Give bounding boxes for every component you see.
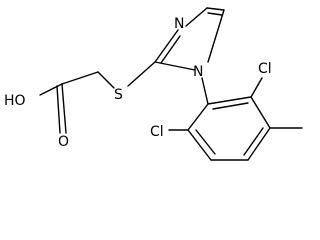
bond-c4-c5	[206, 7, 225, 11]
bond-n3-c4	[185, 7, 208, 27]
carbonyl-oxygen-label: O	[58, 134, 69, 150]
imidazole-n1-label: N	[193, 64, 203, 80]
bond-c5-c6-double	[195, 129, 216, 155]
imidazole-n3-label: N	[174, 16, 184, 32]
bond-c3-c4	[247, 127, 271, 161]
bond-c6-c1	[187, 103, 209, 131]
bond-n1-c1	[201, 77, 209, 105]
bond-c5-n1	[207, 9, 225, 63]
bond-c2-c3	[250, 96, 271, 129]
bond-c-o	[61, 83, 67, 134]
bond-c1-c2	[207, 96, 252, 105]
bond-c2-s	[127, 61, 156, 87]
bond-c-oh	[39, 83, 63, 96]
bond-c2-cl	[250, 77, 263, 98]
bond-c-o-double	[56, 85, 61, 134]
bond-c2-n3-double	[160, 35, 181, 64]
bond-c3-c4-double	[243, 127, 264, 156]
chlorine-2-label: Cl	[258, 61, 272, 77]
hydroxyl-label: HO	[4, 93, 26, 109]
bond-c5-c6	[187, 129, 212, 161]
bond-n1-c2	[154, 61, 196, 71]
structure-diagram: HO O S N N Cl Cl	[4, 7, 303, 161]
bond-c1-c2-double	[212, 102, 249, 110]
chlorine-6-label: Cl	[150, 124, 164, 140]
bond-c2-n3	[154, 29, 179, 63]
sulfur-label: S	[114, 87, 123, 103]
bond-c4-c5-double	[207, 12, 223, 16]
bond-s-ch2	[97, 71, 115, 89]
bond-ch2-cooh	[61, 71, 99, 85]
